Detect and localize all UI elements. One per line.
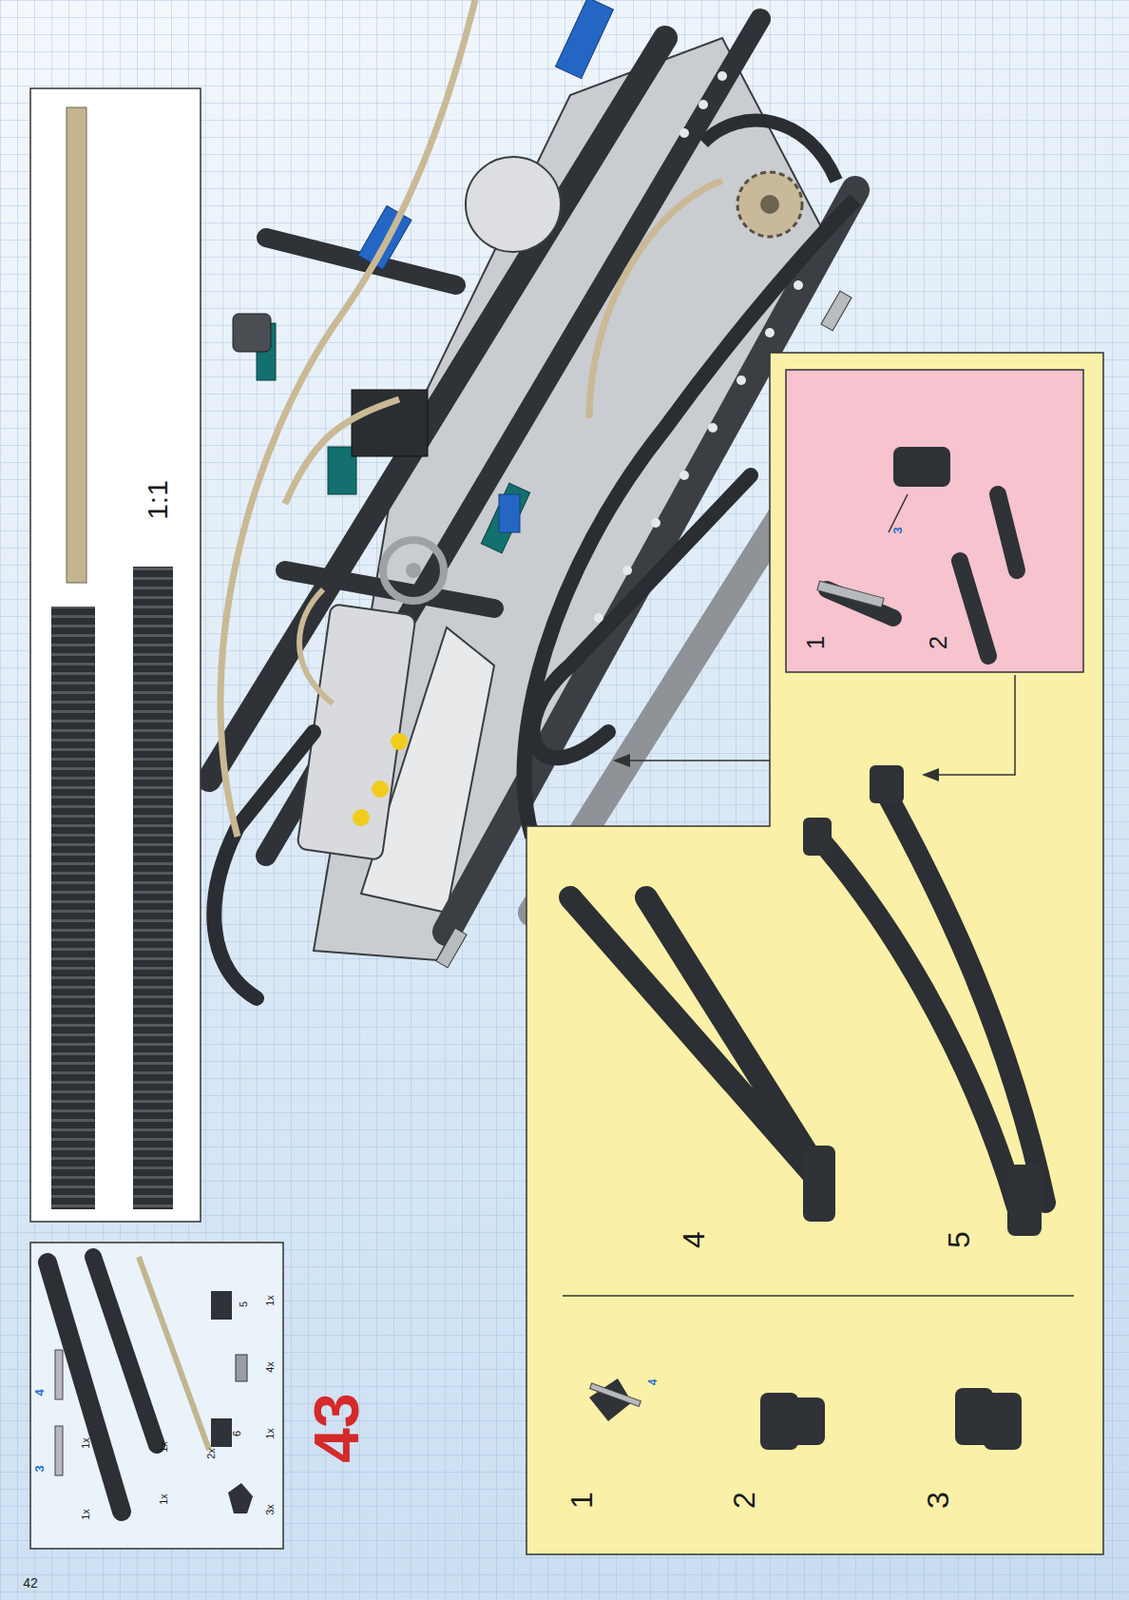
step-number: 2 xyxy=(925,635,951,650)
step-number: 1 xyxy=(566,1491,597,1509)
sub-step-panel: 1 2 3 xyxy=(784,368,1085,673)
panel-shape xyxy=(784,368,1085,673)
part-count: 3x xyxy=(265,1503,276,1515)
sub-assembly-panel: 1 2 3 4 5 4 1 2 3 xyxy=(525,351,1105,1555)
part-count: 1x xyxy=(80,1436,92,1449)
step-number: 5 xyxy=(943,1230,975,1248)
scale-box-frame xyxy=(30,88,201,1222)
step-number: 2 xyxy=(728,1491,760,1509)
part-count: 4 xyxy=(33,1388,46,1396)
part-count: 2x xyxy=(206,1447,217,1459)
panel-shape xyxy=(30,88,201,1222)
part-count: 1x xyxy=(265,1294,276,1306)
step-number: 43 xyxy=(305,1392,368,1462)
step-number: 3 xyxy=(922,1491,954,1509)
part-count: 6 xyxy=(231,1430,243,1436)
part-count: 1x xyxy=(80,1508,92,1520)
part-count: 5 xyxy=(238,1301,249,1307)
part-count: 1x xyxy=(158,1440,170,1453)
scale-label: 1:1 xyxy=(143,479,173,520)
page-number: 42 xyxy=(22,1575,39,1589)
part-count: 3 xyxy=(33,1464,46,1472)
step-number: 1 xyxy=(803,635,828,650)
part-count: 1x xyxy=(265,1427,276,1439)
parts-list: 3 4 1x 1x 1x 1x 2x 3x 6 1x 4x 5 1x xyxy=(30,1242,284,1549)
part-count: 1x xyxy=(158,1492,170,1505)
step-number: 4 xyxy=(678,1230,709,1248)
step-number: 3 xyxy=(891,526,904,534)
step-number: 4 xyxy=(647,1378,659,1386)
panel-shape xyxy=(30,1242,284,1549)
scale-box: 1:1 xyxy=(30,88,201,1222)
part-count: 4x xyxy=(265,1360,276,1373)
